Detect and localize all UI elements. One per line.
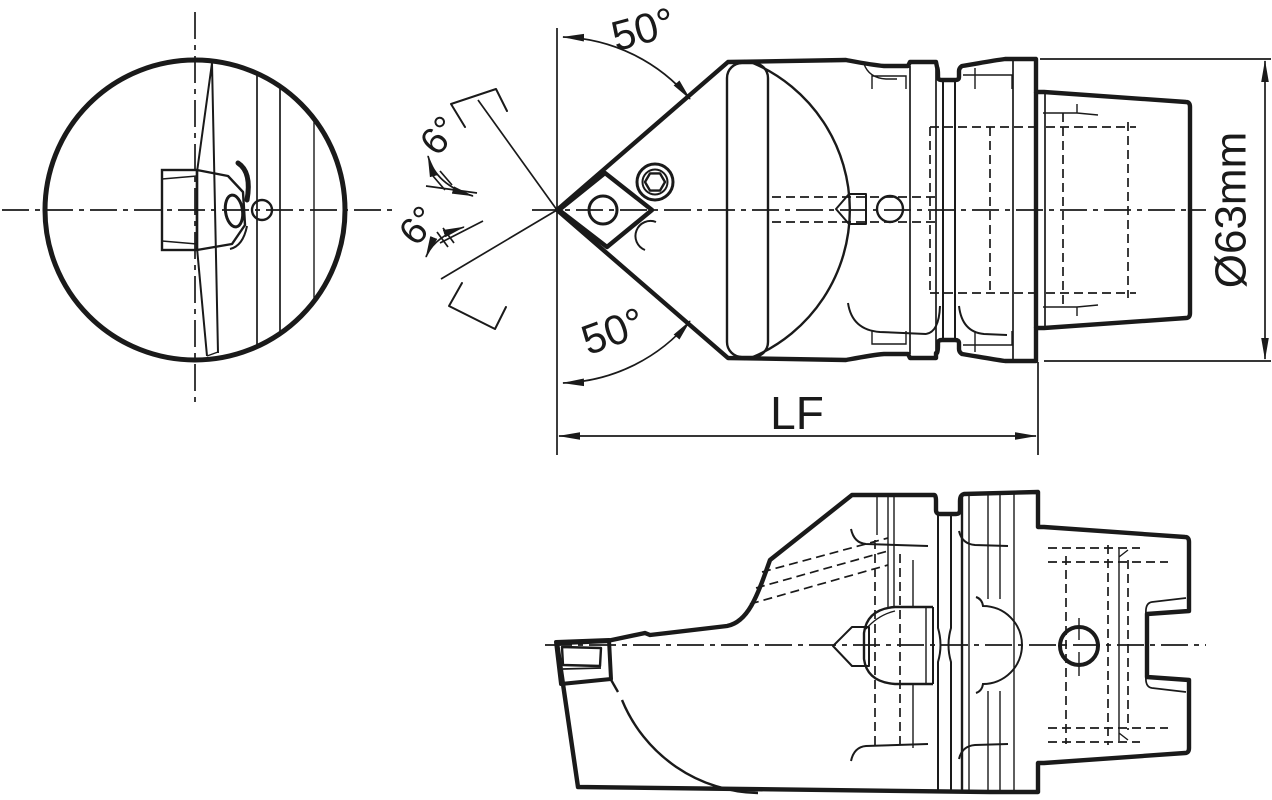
clamp-nut-chamfer-lines <box>161 175 198 245</box>
insert-corner-arc <box>229 225 248 250</box>
lead-angle-arc-top <box>562 33 691 100</box>
lead-angle-top-label: 50° <box>606 0 680 60</box>
dimensions: 50° 50° 6° 6° LF Ø63mm <box>391 0 1271 455</box>
pocket-vertical-lines <box>876 494 1129 792</box>
functional-length-dimension: LF <box>558 362 1039 455</box>
set-screw-side <box>832 626 870 667</box>
reference-bracket <box>450 88 508 128</box>
side-view <box>532 56 1206 364</box>
shim-corner-arc <box>634 219 657 251</box>
functional-length-label: LF <box>770 387 824 439</box>
side-view-outline <box>554 56 1193 364</box>
cone-silhouette-lines <box>196 62 219 357</box>
body-radius-arc <box>620 699 759 795</box>
diameter-dimension: Ø63mm <box>1040 58 1271 362</box>
front-view <box>2 12 393 408</box>
clearance-angle-top: 6° <box>412 88 558 211</box>
insert-hole-oblique <box>223 193 245 229</box>
shank-diameter-label: Ø63mm <box>1207 132 1256 288</box>
hex-socket <box>643 172 667 192</box>
clamp-cartridge-body <box>862 605 933 686</box>
insert-edge-on <box>195 168 247 252</box>
clamp-crescent <box>235 160 251 203</box>
drive-slot-wings <box>850 528 1009 762</box>
cutting-insert <box>556 170 655 250</box>
dia-extension-lines <box>1040 58 1271 362</box>
clearance-tick-marks <box>436 227 455 248</box>
clearance-arc <box>427 155 474 197</box>
drive-slot-wings <box>847 302 1008 336</box>
lead-angle-bottom-label: 50° <box>575 298 651 364</box>
clearance-tick-marks <box>432 170 453 191</box>
lead-angle-arc-bottom <box>562 320 691 387</box>
set-screw-side <box>835 193 867 225</box>
shim-line <box>562 667 602 670</box>
hidden-clamp-rod-lines <box>749 537 1168 748</box>
clamp-screw-inner <box>641 168 669 196</box>
reference-bracket <box>448 282 507 330</box>
groove-floor-details <box>863 63 1099 352</box>
plan-view <box>545 489 1206 795</box>
plan-view-outline <box>554 489 1192 795</box>
clearance-leader-line <box>439 209 558 280</box>
clearance-arc <box>425 226 465 258</box>
clamp-cartridge-edges <box>865 607 927 684</box>
clearance-angle-bottom: 6° <box>391 199 558 330</box>
front-coolant-hole <box>250 198 274 222</box>
vgroove-waist-lines <box>937 514 952 791</box>
cone-bottom-join <box>206 351 219 357</box>
cross-hole <box>875 194 905 224</box>
clamp-screw-outer <box>635 162 675 202</box>
clearance-angle-bottom-label: 6° <box>391 199 447 254</box>
cutting-insert-side <box>560 645 603 668</box>
